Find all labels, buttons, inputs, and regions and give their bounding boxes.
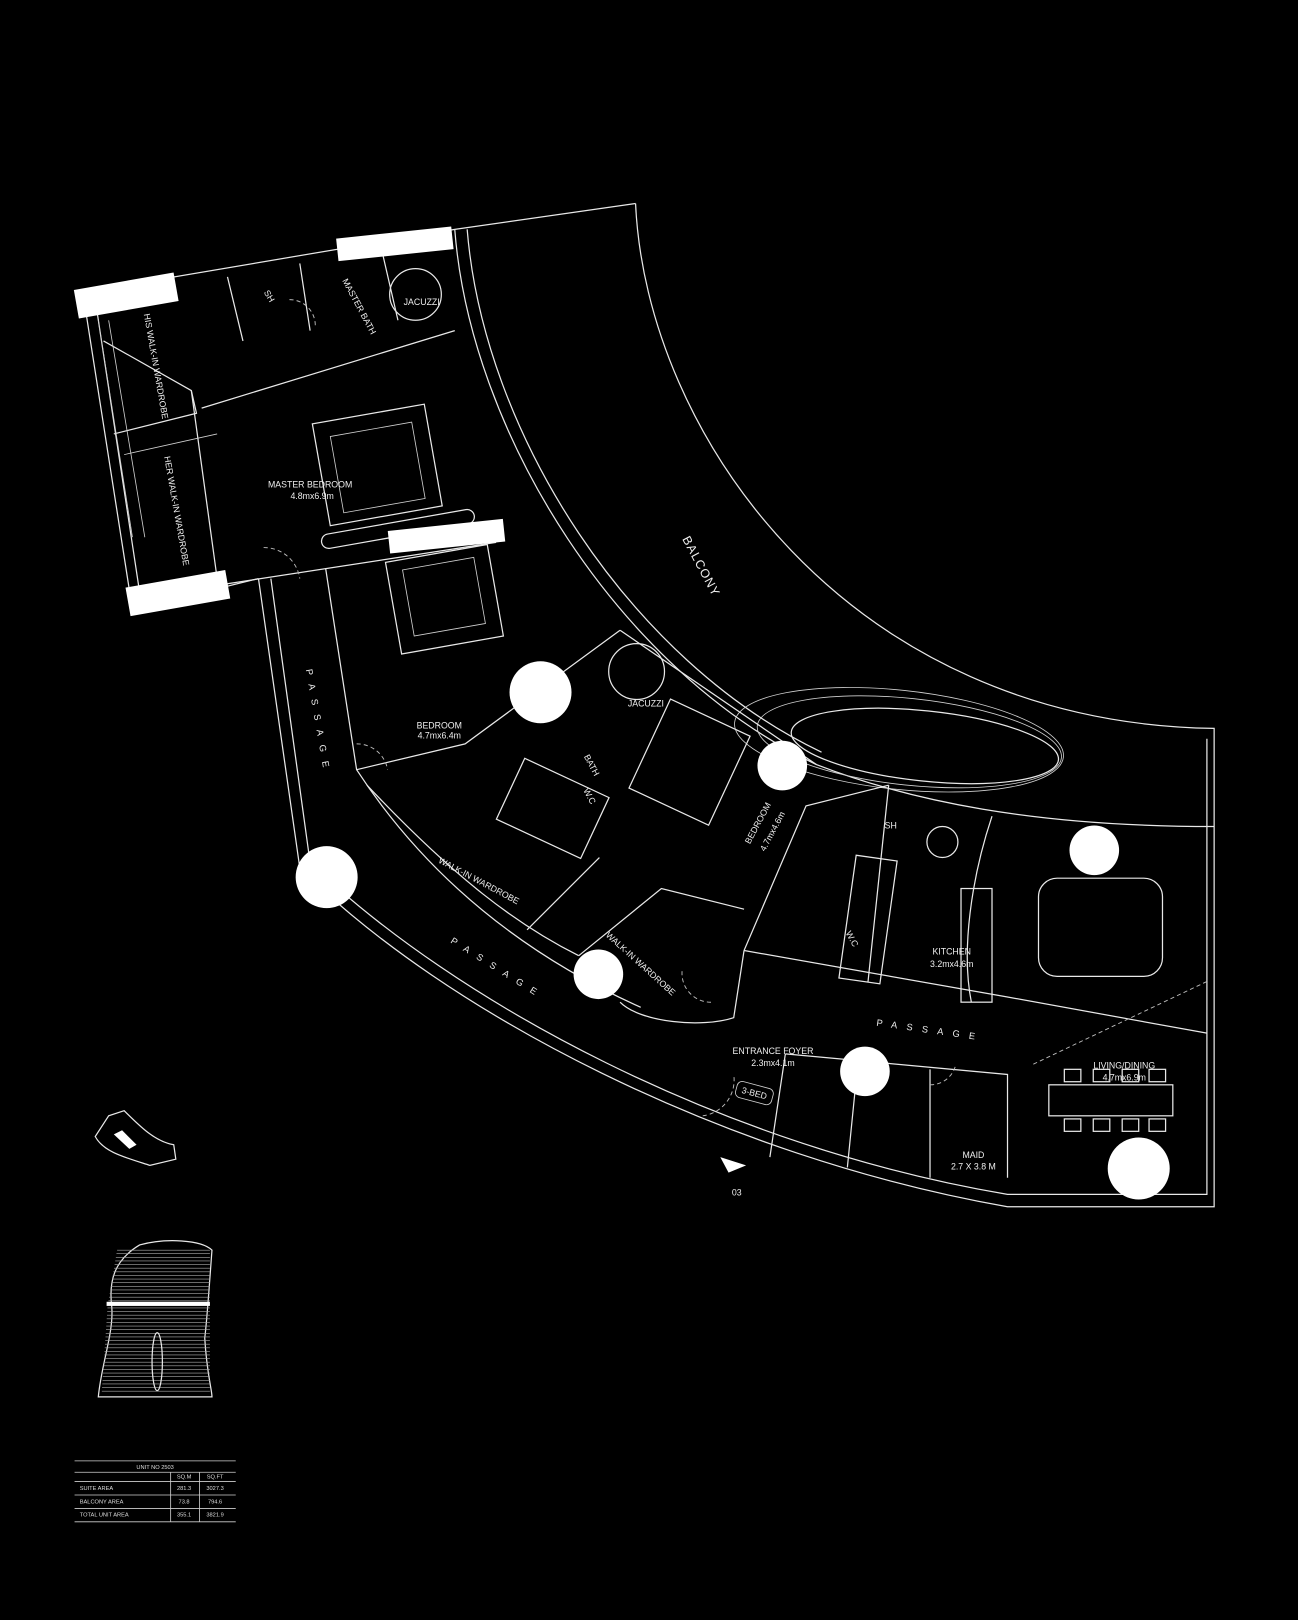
header-sqm: SQ.M [177, 1474, 192, 1480]
wc-1-label: W.C [581, 787, 598, 806]
round-table [926, 825, 959, 859]
jacuzzi-master-label: JACUZZI [404, 297, 440, 307]
row-label: TOTAL UNIT AREA [80, 1513, 129, 1519]
area-table: UNIT NO 2503 SQ.M SQ.FT SUITE AREA 281.3… [74, 1460, 236, 1523]
furniture [97, 268, 1174, 1132]
maid-label: MAID [962, 1150, 984, 1160]
wc-2-label: W.C [844, 929, 861, 948]
foyer-label: ENTRANCE FOYER [733, 1046, 814, 1056]
header-sqft: SQ.FT [207, 1474, 224, 1480]
unit-number-tag: 03 [732, 1187, 742, 1197]
jacuzzi-master [389, 268, 442, 321]
balcony-edge [454, 229, 1215, 828]
balcony-label: BALCONY [679, 534, 723, 599]
bath-label: BATH [582, 753, 602, 778]
passage-label-right: PASSAGE [876, 1018, 985, 1043]
master-bedroom-size: 4.8mx6.9m [291, 491, 334, 501]
jacuzzi-bedroom [608, 643, 666, 701]
living-label: LIVING/DINING [1093, 1060, 1155, 1070]
entrance-marker-icon [720, 1157, 747, 1173]
row-sqm: 355.1 [177, 1513, 191, 1519]
row-sqft: 3027.3 [206, 1486, 223, 1492]
row-label: SUITE AREA [80, 1486, 114, 1492]
passage-label-lower: PASSAGE [449, 936, 547, 1002]
shower-label: SH [262, 288, 277, 304]
doors [263, 299, 1208, 1117]
master-bed [311, 403, 443, 527]
jacuzzi-bedroom-label: JACUZZI [628, 699, 664, 709]
her-wardrobe-label: HER WALK-IN WARDROBE [162, 455, 191, 566]
table-title: UNIT NO 2503 [136, 1465, 173, 1471]
key-plan-icon [94, 1109, 177, 1167]
living-size: 4.7mx6.9m [1103, 1073, 1146, 1083]
bed-2 [628, 698, 751, 826]
shower-2-label: SH [885, 821, 897, 831]
master-bedroom-label: MASTER BEDROOM [268, 480, 352, 490]
bedroom-1-size: 4.7mx6.4m [418, 731, 461, 741]
room-labels: BALCONY PASSAGE PASSAGE PASSAGE HIS WALK… [142, 277, 1156, 1197]
passage-label-left: PASSAGE [304, 668, 333, 777]
row-label: BALCONY AREA [80, 1499, 124, 1505]
balcony-edge-inner [466, 229, 822, 753]
unit-tag-frame [735, 1081, 774, 1106]
maid-size: 2.7 X 3.8 M [951, 1162, 996, 1172]
kitchen-label: KITCHEN [932, 947, 970, 957]
pool [734, 687, 1064, 793]
row-sqft: 3821.9 [206, 1513, 223, 1519]
bed-1 [384, 543, 505, 655]
sofa [1037, 877, 1164, 977]
table-row: TOTAL UNIT AREA 355.1 3821.9 [80, 1513, 224, 1519]
redaction-masks [73, 226, 1170, 1200]
row-sqm: 73.8 [179, 1499, 190, 1505]
table-row: SUITE AREA 281.3 3027.3 [80, 1486, 224, 1492]
foyer-size: 2.3mx4.1m [751, 1058, 794, 1068]
master-bath-label: MASTER BATH [340, 277, 378, 336]
dining-table [1048, 1084, 1174, 1117]
kitchen-island [960, 887, 993, 1003]
row-sqm: 281.3 [177, 1486, 191, 1492]
kitchen-counter [838, 854, 898, 985]
tower-elevation-icon [97, 1240, 213, 1398]
row-sqft: 794.6 [208, 1499, 222, 1505]
interior-walls [103, 252, 1208, 1178]
his-wardrobe-label: HIS WALK-IN WARDROBE [142, 313, 170, 420]
kitchen-size: 3.2mx4.6m [930, 959, 973, 969]
table-row: BALCONY AREA 73.8 794.6 [80, 1499, 222, 1505]
bedroom-1-label: BEDROOM [417, 720, 462, 730]
